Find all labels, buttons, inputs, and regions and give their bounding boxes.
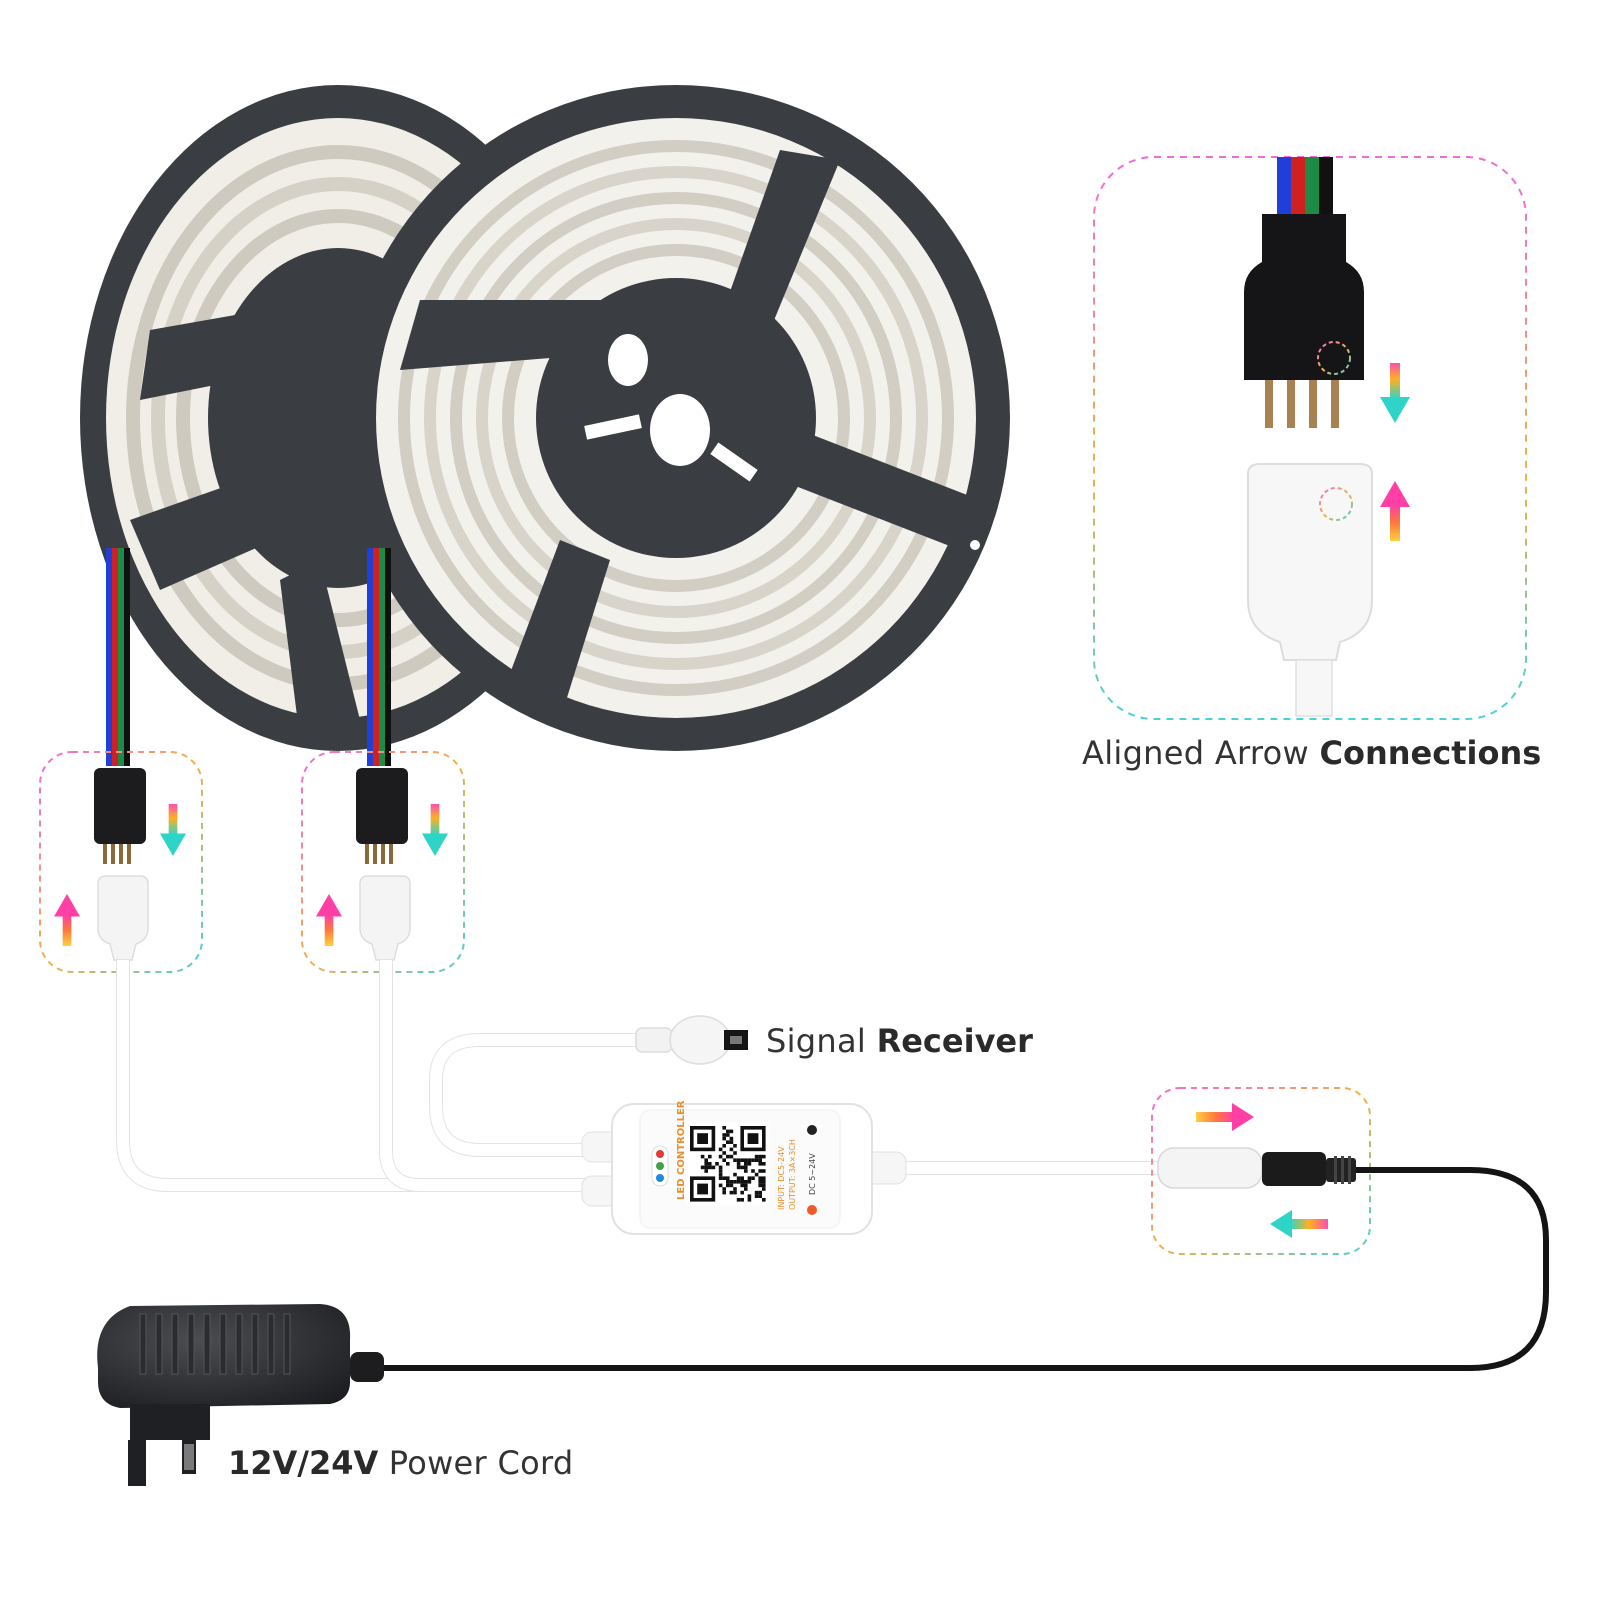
signal-receiver (635, 1015, 748, 1065)
rgb-wire-left (106, 548, 130, 766)
aligned-label-bold: Connections (1319, 734, 1542, 772)
female-socket-left (97, 875, 149, 961)
controller-input-spec: INPUT: DC5-24V (777, 1146, 786, 1210)
power-cable (380, 1167, 1549, 1371)
pins-left (103, 844, 131, 864)
up-arrow-icon (1380, 481, 1410, 541)
aligned-connections-inset (1093, 156, 1527, 720)
pins-middle (365, 844, 393, 864)
female-socket-large (1247, 463, 1373, 661)
receiver-label-bold: Receiver (876, 1022, 1033, 1060)
right-arrow-icon (1196, 1103, 1254, 1131)
aligned-connections-label: Aligned Arrow Connections (1082, 734, 1541, 772)
receiver-label-regular: Signal (766, 1022, 877, 1060)
qr-code-icon (686, 1122, 770, 1206)
aligned-label-regular: Aligned Arrow (1082, 734, 1320, 772)
left-arrow-icon (1270, 1210, 1328, 1238)
power-label-regular: Power Cord (378, 1444, 574, 1482)
up-arrow-icon (54, 894, 80, 946)
down-arrow-icon (422, 804, 448, 856)
down-arrow-icon (160, 804, 186, 856)
led-reel-front (342, 85, 1010, 751)
rgb-indicator (651, 1145, 669, 1187)
connection-box-left (39, 751, 203, 973)
controller-dc-spec: DC 5~24V (808, 1153, 817, 1195)
male-pin-connector-left (94, 768, 146, 844)
up-arrow-icon (316, 894, 342, 946)
down-arrow-icon (1380, 363, 1410, 423)
led-controller: LED CONTROLLER INPUT: DC5-24V OUTPUT: 3A… (581, 1100, 907, 1235)
power-cord-label: 12V/24V Power Cord (228, 1444, 574, 1482)
rgb-wire-right (367, 548, 391, 766)
power-label-bold: 12V/24V (228, 1444, 379, 1482)
connection-box-middle (301, 751, 465, 973)
dc-connector-box (1151, 1087, 1371, 1255)
controller-title: LED CONTROLLER (676, 1100, 687, 1200)
power-adapter (97, 1304, 384, 1486)
male-pin-connector-middle (356, 768, 408, 844)
controller-output-spec: OUTPUT: 3A×3CH (788, 1139, 797, 1210)
male-pin-connector-large (1244, 214, 1364, 380)
signal-receiver-label: Signal Receiver (766, 1022, 1033, 1060)
white-cables (116, 960, 1160, 1192)
female-socket-middle (359, 875, 411, 961)
